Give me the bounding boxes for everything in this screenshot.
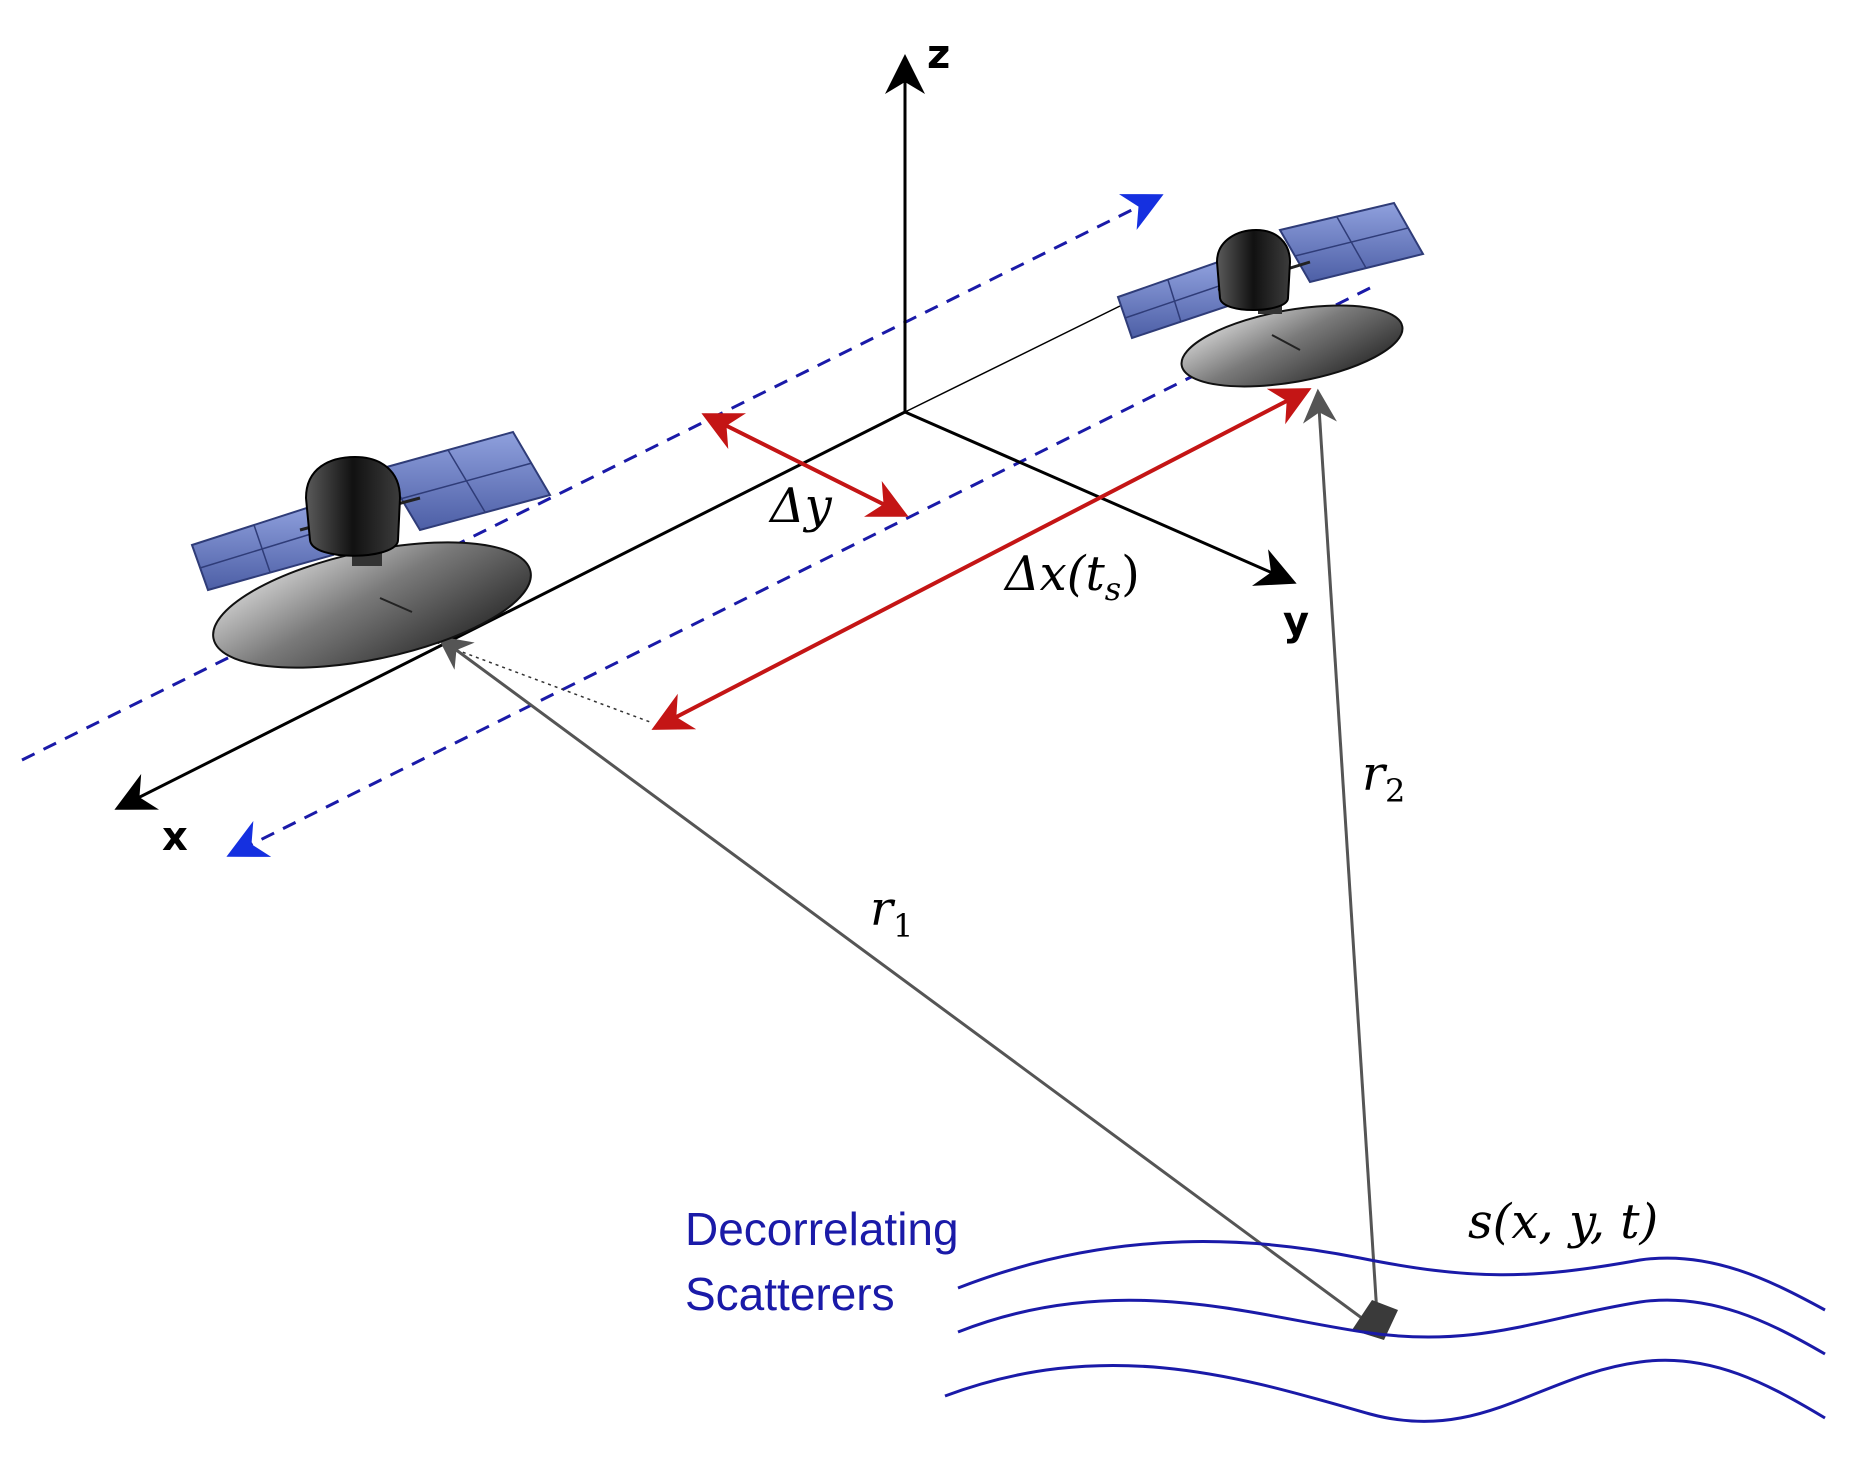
range-r1 [437,635,1379,1332]
r1-sub: 1 [893,907,913,945]
satellite-right-icon [1116,201,1425,388]
r2-label: r2 [1362,746,1405,810]
r1-main: r [870,881,896,937]
signal-label: s(x, y, t) [1468,1194,1658,1250]
range-r2 [1302,388,1380,1331]
delta-x-paren-open: (t [1067,546,1106,602]
satellite-left-icon [190,430,552,669]
wave-bottom [944,1358,1826,1423]
r2-sub: 2 [1385,772,1405,810]
target-point [1352,1300,1398,1340]
y-axis-label: y [1283,599,1309,645]
orbit-line-upper [21,194,1164,762]
scatterers-label-line1: Decorrelating [685,1203,959,1255]
delta-x-sub: s [1105,570,1121,608]
scatterers-label-line2: Scatterers [685,1268,895,1320]
z-axis-label: z [927,32,950,78]
x-axis-label: x [162,814,188,860]
delta-x-arrow [651,388,1312,730]
connector-z-to-sat2 [904,305,1121,413]
r2-main: r [1362,746,1388,802]
delta-y-label: Δy [768,478,833,534]
delta-x-paren-close: ) [1121,546,1140,602]
r1-label: r1 [870,881,913,945]
delta-x-main: Δx [1003,546,1067,602]
wave-top [957,1240,1826,1312]
wave-middle [957,1298,1826,1356]
projection-dotted [429,639,651,723]
delta-x-label: Δx(ts) [1003,546,1140,608]
